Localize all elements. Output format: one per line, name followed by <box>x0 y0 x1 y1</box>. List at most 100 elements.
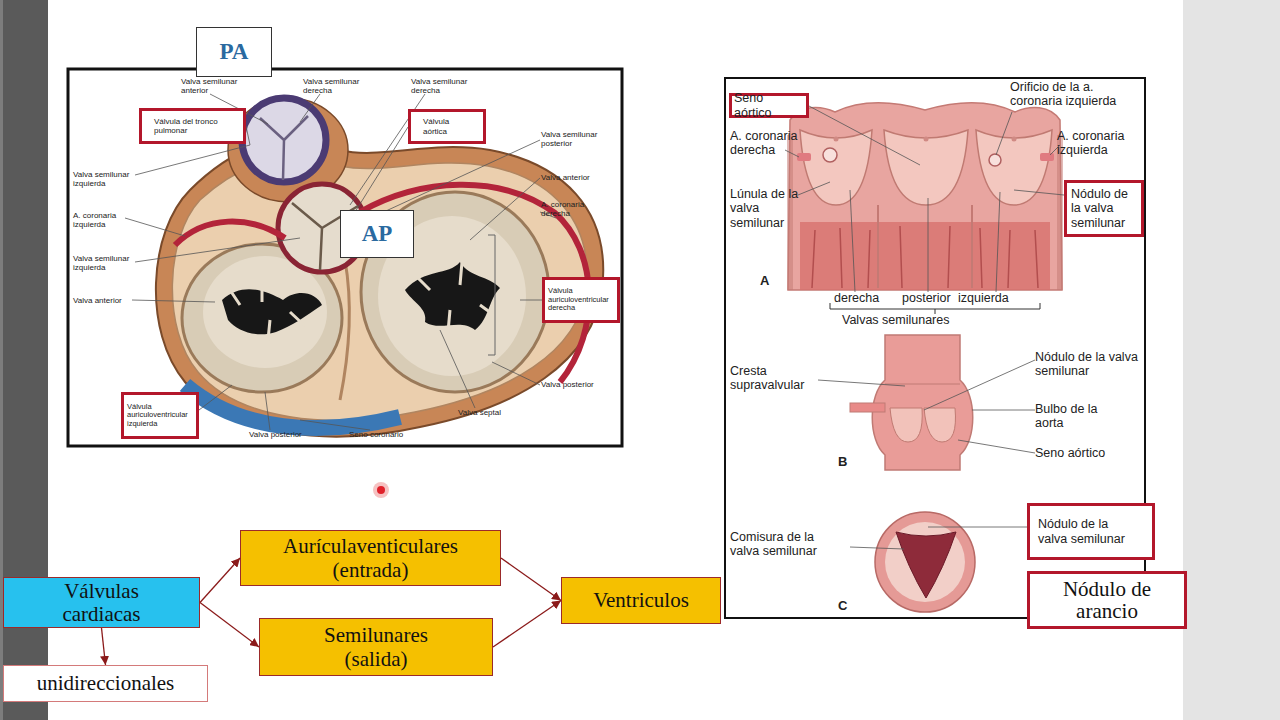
image-frame <box>68 69 622 446</box>
abbreviation-box: AP <box>340 210 414 258</box>
leader-line <box>928 527 1027 528</box>
highlight-box: Nódulo de la valva semilunar <box>1027 503 1155 560</box>
aorta-opened-drawing <box>788 103 1062 314</box>
category-box: Semilunares (salida) <box>259 618 493 676</box>
part-label: A. coronaria derecha <box>541 200 597 218</box>
highlight-box: Válvula auriculoventricular derecha <box>542 277 620 323</box>
leader-line <box>135 145 250 175</box>
panel-letter: C <box>838 599 858 614</box>
mitral-orifice <box>222 289 322 334</box>
leader-line <box>300 420 370 430</box>
node-text: Válvula auriculoventricular izquierda <box>127 403 193 429</box>
mitral-leaflets <box>203 256 327 368</box>
node-text: PA <box>220 39 249 65</box>
leader-line <box>265 392 270 430</box>
leader-lines <box>785 106 1064 549</box>
part-label: Nódulo de la valva semilunar <box>1035 350 1139 379</box>
pointer-halo <box>373 482 389 498</box>
part-label: derecha <box>834 291 894 305</box>
node-text: AP <box>362 221 393 247</box>
leader-line <box>850 547 904 549</box>
property-box: unidireccionales <box>3 665 208 702</box>
leader-line <box>125 218 185 236</box>
leader-line <box>492 362 540 385</box>
node-text: Aurículaventiculares (entrada) <box>258 534 483 582</box>
leader-line <box>520 300 542 301</box>
node-text: Ventriculos <box>593 588 689 612</box>
arrow-connector <box>200 558 240 603</box>
node-text: Válvula del tronco pulmonar <box>154 117 228 135</box>
leader-line <box>996 112 1012 155</box>
aortic-bulb <box>872 335 973 470</box>
arrow-connector <box>200 603 259 648</box>
left-coronary-artery <box>175 222 285 245</box>
part-label: A. coronaria derecha <box>730 129 812 158</box>
laser-pointer <box>377 486 385 494</box>
panel-letter: B <box>838 455 858 470</box>
arrow-connector <box>102 628 106 665</box>
part-label: Lúnula de la valva semilunar <box>730 187 800 230</box>
valve-cusp <box>884 130 968 205</box>
highlight-box: Válvula aórtica <box>408 109 486 144</box>
node-text: Válvula auriculoventricular derecha <box>548 287 614 313</box>
part-label: A. coronaria izquierda <box>1057 129 1141 158</box>
node-text: Semilunares (salida) <box>311 623 441 671</box>
commissure-line <box>878 205 972 288</box>
valve-cusp <box>924 408 955 442</box>
leader-line <box>199 385 232 410</box>
leader-line <box>798 182 830 195</box>
part-label: A. coronaria izquierda <box>73 211 129 229</box>
valve-cusp <box>976 130 1052 205</box>
leader-line <box>355 127 408 212</box>
nodule <box>1012 137 1017 142</box>
part-label: Comisura de la valva semilunar <box>730 530 840 559</box>
root-box: Válvulas cardiacas <box>3 577 200 628</box>
highlight-box: Nódulo de la valva semilunar <box>1064 180 1144 237</box>
coronary-stub <box>797 153 811 161</box>
part-label: Seno coronario <box>349 430 419 439</box>
part-label: Seno aórtico <box>1035 446 1135 460</box>
leader-line <box>818 380 905 386</box>
nodule <box>924 137 929 142</box>
leader-line <box>785 150 799 157</box>
leader-line <box>809 106 920 165</box>
node-text: unidireccionales <box>37 671 175 695</box>
part-label: Valva posterior <box>249 430 315 439</box>
node-text: Nódulo de la valva semilunar <box>1071 187 1137 230</box>
part-label: Valvas semilunares <box>842 313 1002 327</box>
part-label: Valva anterior <box>73 296 135 305</box>
part-label: Valva semilunar posterior <box>541 130 611 148</box>
part-label: Valva anterior <box>541 173 611 182</box>
node-text: Nódulo de la valva semilunar <box>1038 517 1138 546</box>
coronary-stub <box>850 403 885 412</box>
part-label: Valva semilunar derecha <box>411 77 477 95</box>
ventricular-muscle <box>800 222 1050 290</box>
valve-cusp <box>800 130 872 205</box>
leader-line <box>924 360 1035 410</box>
pulmonary-valve <box>242 98 326 182</box>
tricuspid-annulus <box>361 192 549 392</box>
node-text: Válvulas cardiacas <box>42 580 162 624</box>
part-label: posterior <box>902 291 962 305</box>
septum <box>340 260 349 400</box>
highlight-box: Seno aórtico <box>729 93 809 118</box>
part-label: izquierda <box>958 291 1018 305</box>
coronary-sinus <box>185 385 400 428</box>
tricuspid-orifice <box>405 262 500 330</box>
leader-lines <box>125 94 556 430</box>
leader-line <box>996 192 1000 292</box>
part-label: Valva semilunar derecha <box>303 77 369 95</box>
part-label: Valva posterior <box>541 380 611 389</box>
note-box: Nódulo de arancio <box>1027 571 1187 629</box>
supravalvular-ridge <box>885 384 960 385</box>
part-label: Valva septal <box>458 408 518 417</box>
heart-outline <box>156 138 603 437</box>
leader-line <box>972 410 1035 411</box>
leader-line <box>135 238 300 262</box>
part-label: Bulbo de la aorta <box>1035 402 1109 431</box>
leader-line <box>470 178 540 240</box>
leader-line <box>850 190 855 292</box>
part-label: Orificio de la a. coronaria izquierda <box>1010 80 1140 109</box>
